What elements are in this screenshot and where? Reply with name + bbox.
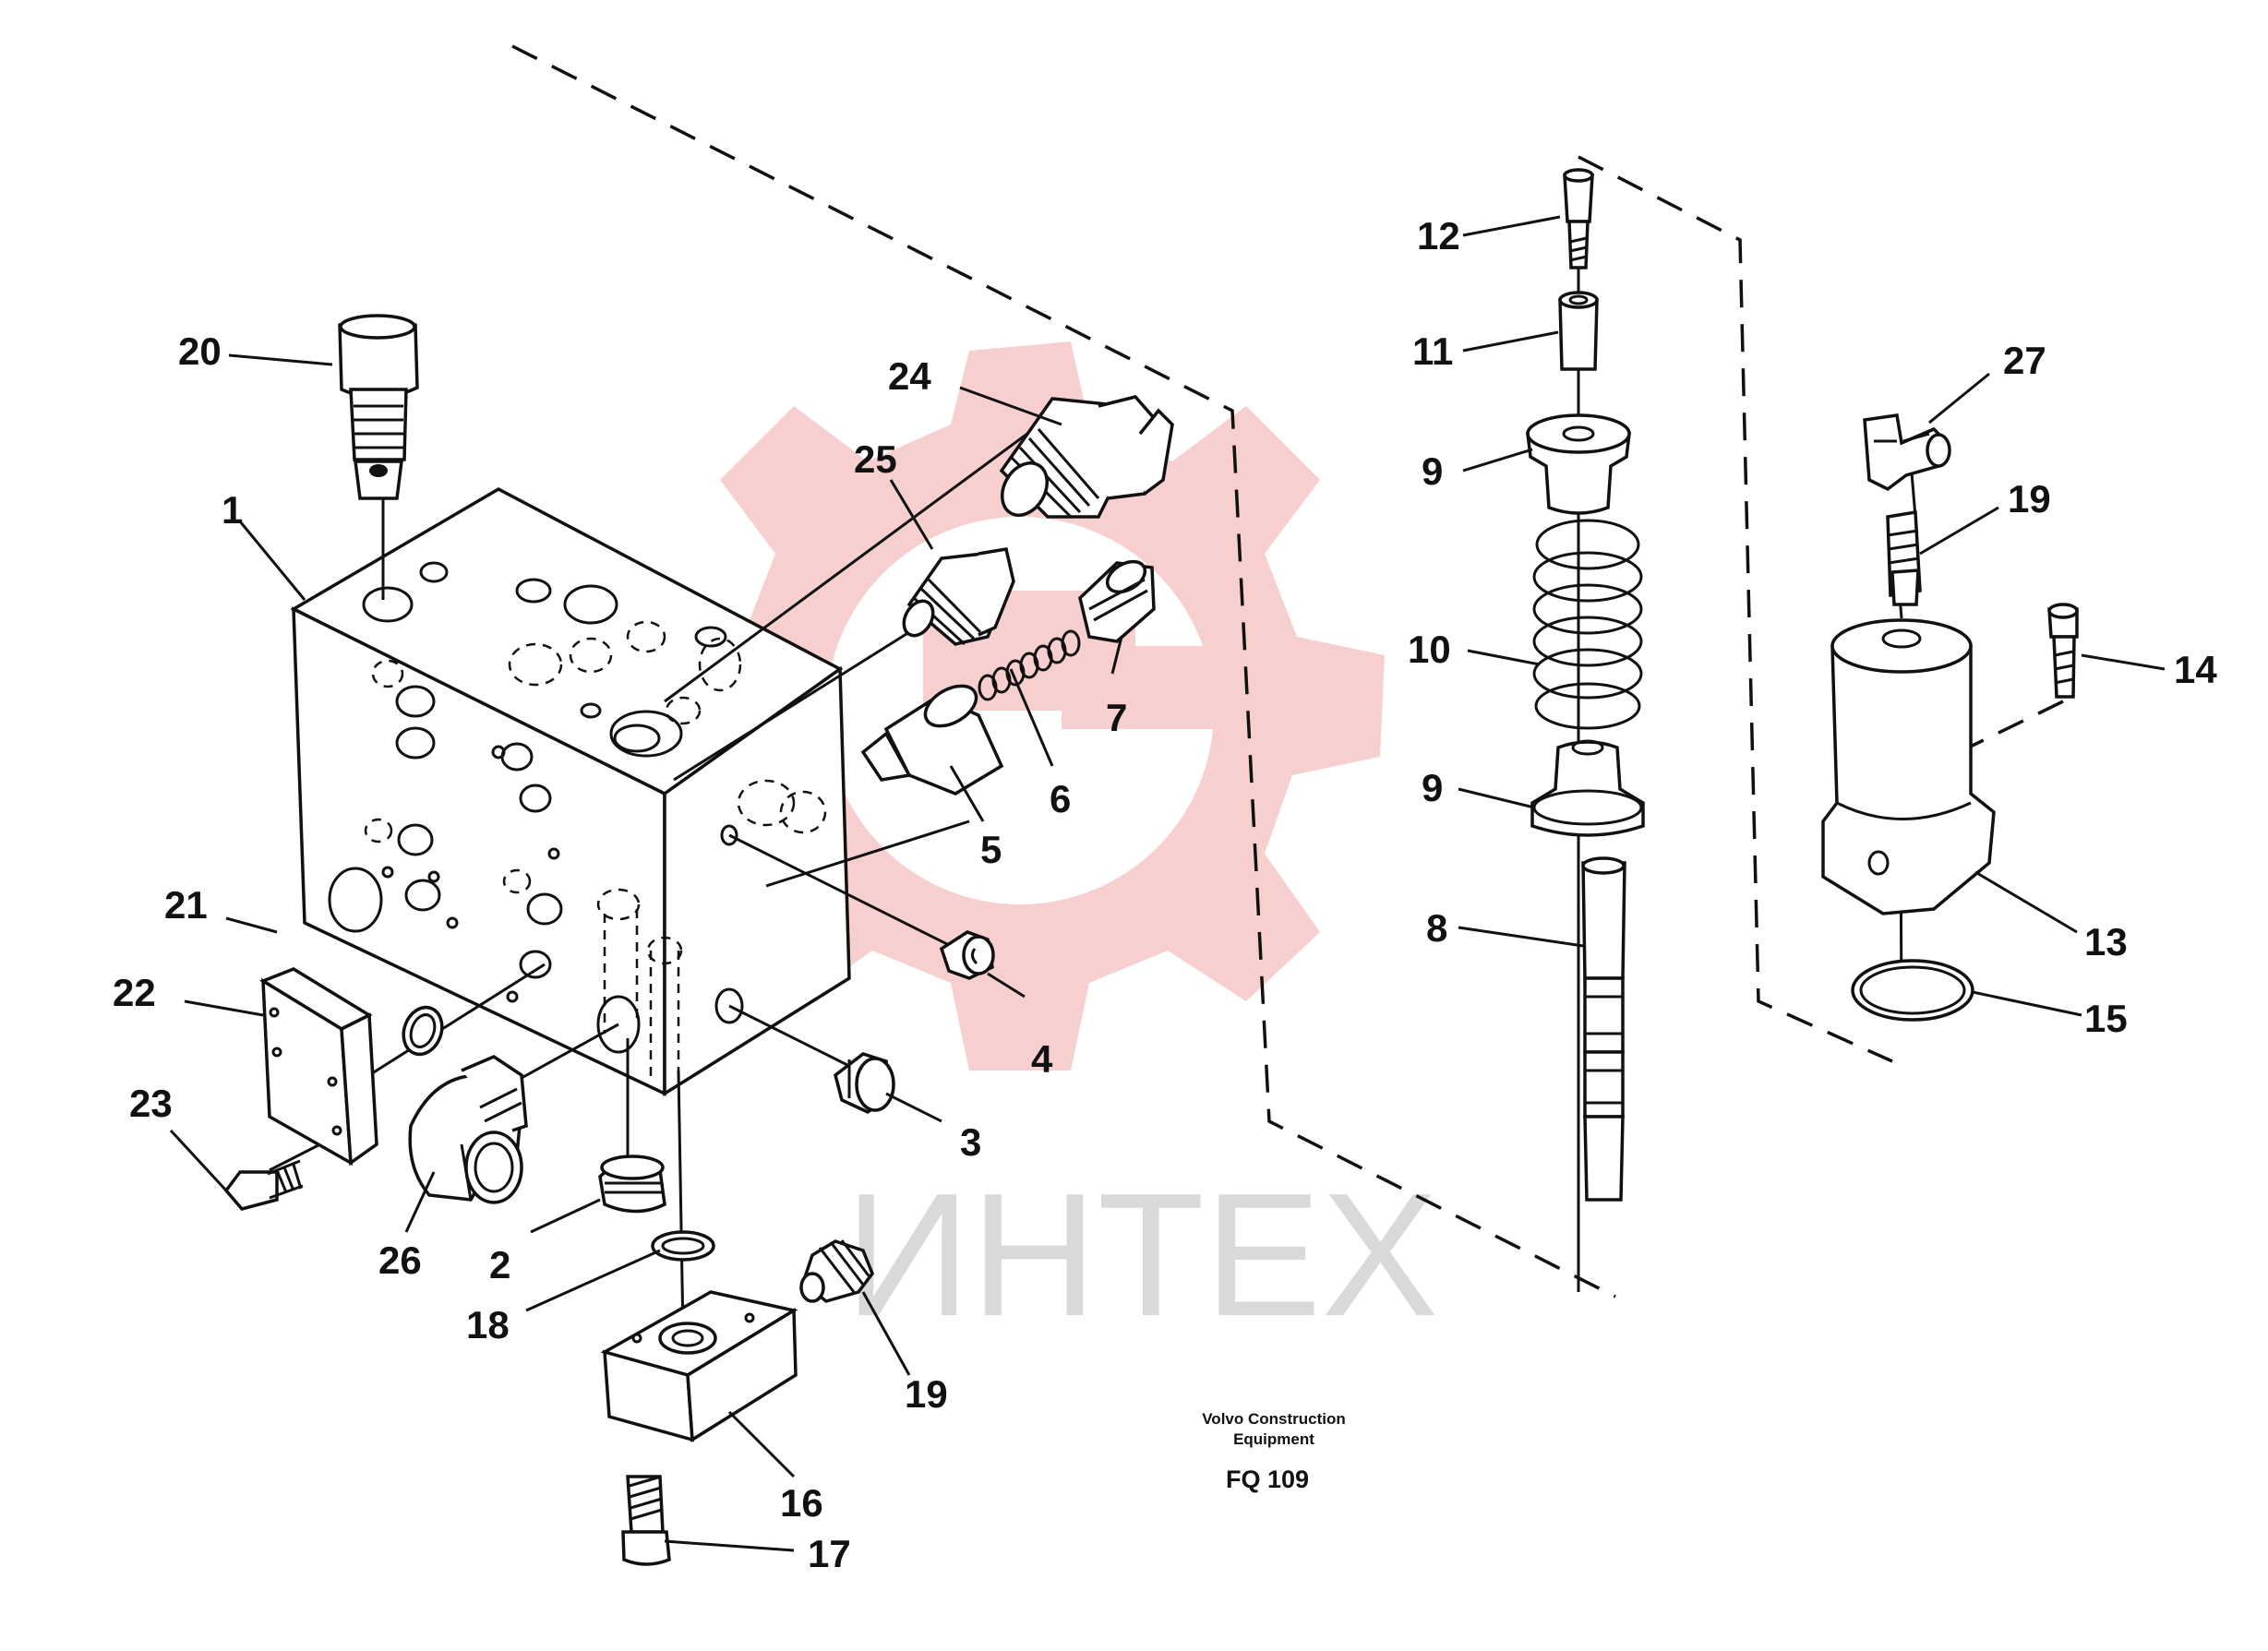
callout-label-3: 3 — [960, 1120, 981, 1164]
part-19-lower-nipple — [799, 1239, 874, 1303]
callout-label-14: 14 — [2174, 648, 2217, 691]
part-20-plug — [338, 314, 419, 500]
part-27-elbow — [1863, 413, 1951, 492]
footer-figure-code: FQ 109 — [1226, 1466, 1309, 1493]
callout-label-26: 26 — [378, 1238, 422, 1282]
part-15-oring — [1851, 959, 1974, 1022]
part-17-screw — [621, 1475, 671, 1566]
callout-label-6: 6 — [1050, 777, 1071, 820]
part-13-filter-housing — [1821, 618, 1996, 915]
callout-lines — [169, 215, 2166, 1552]
part-19-upper-nipple — [1886, 509, 1922, 606]
callout-label-5: 5 — [980, 828, 1002, 871]
part-26-elbow — [408, 1055, 528, 1204]
part-21-oring — [402, 1005, 444, 1057]
part-2-plug — [598, 1155, 666, 1214]
part-18-oring — [651, 1230, 715, 1262]
callout-label-27: 27 — [2003, 339, 2046, 382]
callout-label-7: 7 — [1106, 696, 1127, 739]
callout-label-12: 12 — [1417, 214, 1460, 257]
part-4-plug — [939, 930, 995, 980]
callout-label-10: 10 — [1408, 628, 1451, 671]
callout-label-8: 8 — [1426, 906, 1447, 950]
callout-label-2: 2 — [489, 1243, 510, 1286]
part-3-plug — [834, 1052, 895, 1115]
watermark-text: ИНТЕХ — [845, 1157, 1438, 1353]
callout-label-19-upper: 19 — [2008, 477, 2051, 520]
callout-labels: 20 1 24 25 7 6 5 4 3 21 22 23 26 2 18 19… — [113, 214, 2217, 1575]
part-6-spring — [978, 629, 1081, 701]
part-14-screw — [2047, 603, 2079, 699]
callout-label-9-upper: 9 — [1422, 449, 1443, 493]
callout-label-21: 21 — [164, 883, 208, 927]
callout-label-16: 16 — [780, 1481, 823, 1525]
part-8-spool — [1581, 856, 1626, 1202]
callout-label-17: 17 — [808, 1532, 851, 1575]
callout-label-19-lower: 19 — [905, 1372, 948, 1416]
part-11-bushing — [1558, 291, 1599, 371]
callout-label-20: 20 — [178, 329, 222, 373]
part-23-screw — [223, 1159, 304, 1211]
part-5-piston — [860, 684, 1004, 796]
part-16-block — [600, 1290, 798, 1443]
valve-block — [290, 486, 851, 1097]
part-22-plate — [259, 967, 378, 1166]
part-10-spring — [1532, 519, 1643, 730]
part-25-fitting — [902, 547, 1015, 646]
callout-label-11: 11 — [1412, 329, 1453, 373]
part-9-upper-seat — [1526, 413, 1631, 515]
callout-label-9-lower: 9 — [1422, 766, 1443, 809]
footer-company-line1: Volvo Construction — [1202, 1410, 1346, 1428]
callout-label-1: 1 — [222, 488, 243, 532]
callout-label-25: 25 — [854, 437, 897, 481]
callout-label-4: 4 — [1031, 1037, 1053, 1081]
callout-label-15: 15 — [2084, 997, 2128, 1040]
callout-label-18: 18 — [466, 1303, 510, 1346]
part-9-lower-seat — [1530, 739, 1645, 837]
footer-company-line2: Equipment — [1233, 1430, 1314, 1448]
part-7-plug — [1078, 559, 1156, 643]
part-12-screw — [1563, 168, 1594, 269]
watermark: ИНТЕХ — [720, 341, 1438, 1353]
part-24-fitting — [999, 395, 1174, 519]
callout-label-22: 22 — [113, 971, 156, 1014]
callout-label-23: 23 — [129, 1082, 173, 1125]
callout-label-24: 24 — [888, 354, 931, 398]
footer: Volvo Construction Equipment FQ 109 — [1202, 1410, 1346, 1493]
callout-label-13: 13 — [2084, 920, 2128, 963]
